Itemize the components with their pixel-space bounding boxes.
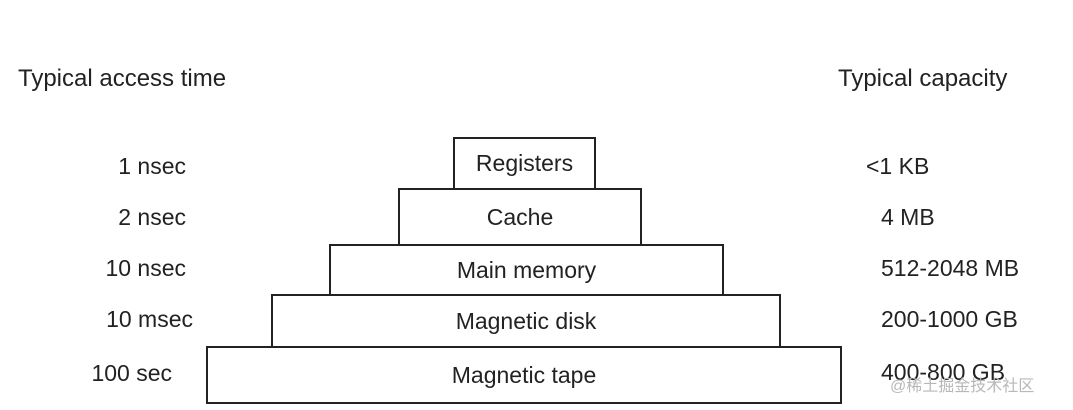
access-time-registers: 1 nsec — [118, 153, 186, 179]
level-magnetic-tape: Magnetic tape — [206, 346, 842, 404]
access-time-main-memory: 10 nsec — [105, 255, 186, 281]
capacity-header: Typical capacity — [838, 65, 1008, 92]
level-magnetic-disk: Magnetic disk — [271, 294, 781, 348]
capacity-magnetic-disk: 200-1000 GB — [881, 306, 1018, 332]
level-magnetic-tape-label: Magnetic tape — [451, 361, 597, 388]
watermark: @稀土掘金技术社区 — [890, 378, 1035, 395]
level-registers: Registers — [453, 137, 596, 190]
access-time-magnetic-disk: 10 msec — [106, 306, 193, 332]
level-main-memory: Main memory — [329, 244, 724, 296]
capacity-cache: 4 MB — [881, 204, 935, 230]
level-magnetic-disk-label: Magnetic disk — [455, 307, 597, 334]
level-cache: Cache — [398, 188, 642, 246]
level-main-memory-label: Main memory — [456, 256, 597, 283]
capacity-magnetic-tape: 400-800 GB — [881, 359, 1006, 385]
capacity-main-memory: 512-2048 MB — [881, 255, 1020, 281]
access-time-header: Typical access time — [18, 65, 227, 92]
access-time-cache: 2 nsec — [118, 204, 186, 230]
access-time-magnetic-tape: 100 sec — [91, 360, 172, 386]
level-cache-label: Cache — [486, 203, 554, 230]
level-registers-label: Registers — [475, 150, 574, 176]
capacity-registers: <1 KB — [866, 153, 930, 179]
